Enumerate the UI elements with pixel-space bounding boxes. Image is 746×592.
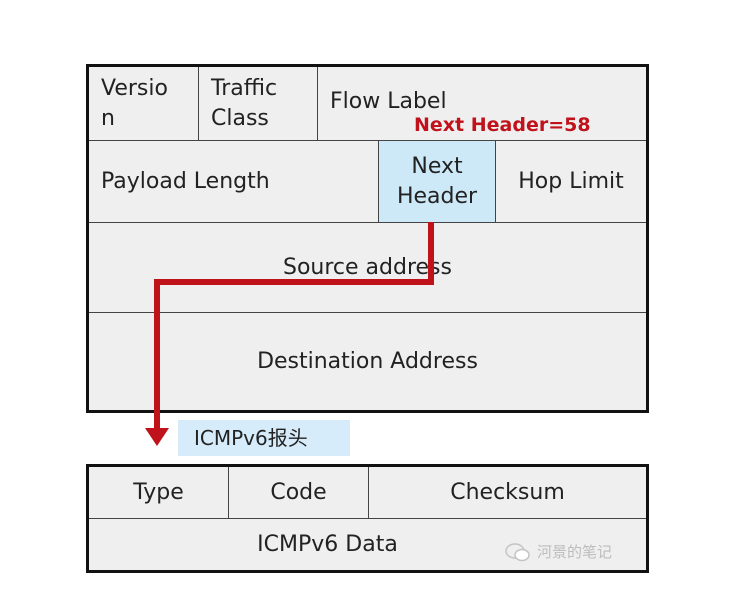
watermark: 河景的笔记 — [505, 541, 612, 562]
destination-address-field: Destination Address — [88, 312, 647, 411]
code-field: Code — [228, 466, 369, 519]
watermark-text: 河景的笔记 — [537, 543, 613, 561]
flow-label-text: Flow Label — [330, 89, 447, 114]
arrowhead — [145, 428, 169, 446]
icmpv6-header-tag: ICMPv6报头 — [178, 420, 350, 456]
hop-limit-field: Hop Limit — [495, 140, 647, 223]
icmpv6-data-field: ICMPv6 Data — [88, 518, 647, 571]
source-address-field: Source address — [88, 222, 647, 313]
type-field: Type — [88, 466, 229, 519]
wechat-icon — [505, 542, 530, 561]
arrow-path — [154, 222, 434, 428]
version-field: Versio n — [88, 66, 199, 141]
next-header-annotation: Next Header=58 — [414, 114, 591, 136]
checksum-field: Checksum — [368, 466, 647, 519]
